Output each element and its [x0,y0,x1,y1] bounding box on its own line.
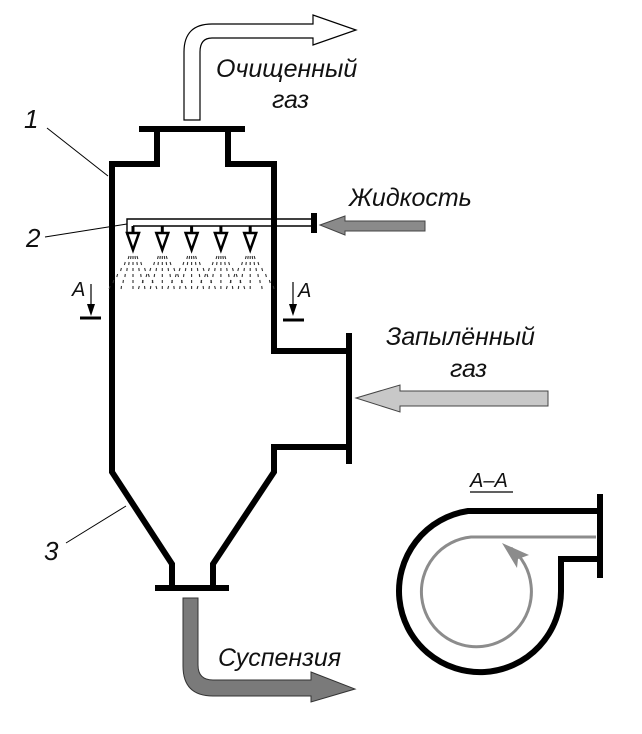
section-swirl-line [419,535,596,649]
callout-leader-2 [44,223,128,238]
liquid-label: Жидкость [347,184,472,212]
nozzles [108,226,275,290]
spray-cone [225,255,275,290]
callout-2: 2 [25,223,41,253]
dusty-gas-arrow [354,384,549,413]
spray-cone [137,255,187,290]
nozzle [196,226,246,290]
section-mark-right-label: A [297,280,311,302]
liquid-arrow [318,215,426,236]
vessel-body-left [109,129,175,588]
suspension-arrow [182,597,357,703]
dusty-gas-label-line1: Запылённый [386,323,535,351]
nozzle [167,226,216,290]
callout-leader-1 [46,127,109,177]
section-swirl-arrowhead [502,543,529,568]
callout-3: 3 [44,536,59,566]
spray-cone [196,255,246,290]
nozzle [108,226,158,290]
section-outer-volute [396,508,600,676]
callout-leader-3 [65,505,127,544]
nozzle [225,226,275,290]
clean-gas-arrow [183,14,358,121]
section-mark-left-label: A [71,279,85,301]
vessel-body-right [225,129,349,354]
suspension-label: Суспензия [218,644,341,672]
dusty-gas-label-line2: газ [450,355,487,383]
clean-gas-label-line1: Очищенный [216,55,357,83]
callout-1: 1 [24,104,38,134]
section-mark-left [80,284,101,320]
section-title: A–A [469,470,508,492]
nozzle [137,226,187,290]
vessel-body-right-lower [210,444,349,588]
spray-cone [167,255,216,290]
clean-gas-label-line2: газ [272,86,309,114]
spray-cone [108,255,158,290]
section-mark-right [283,282,304,322]
